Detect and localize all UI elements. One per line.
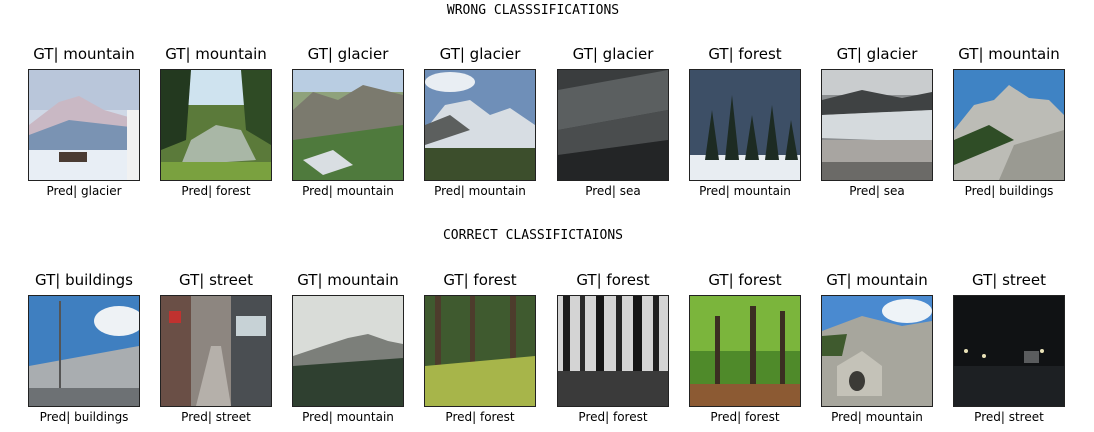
ground-truth-label: GT| street: [179, 271, 253, 289]
wrong-classifications-row: GT| mountain Pred| glacier GT| mountain …: [0, 45, 1094, 198]
prediction-label: Pred| forest: [578, 410, 648, 424]
prediction-label: Pred| sea: [585, 184, 641, 198]
correct-section-title: CORRECT CLASSIFICTAIONS: [442, 228, 623, 243]
sample-thumbnail: [424, 295, 536, 407]
prediction-label: Pred| mountain: [302, 184, 394, 198]
ground-truth-label: GT| mountain: [165, 45, 267, 63]
sample-thumbnail: [953, 295, 1065, 407]
sample-thumbnail: [689, 69, 801, 181]
correct-classifications-row: GT| buildings Pred| buildings GT| street…: [0, 271, 1094, 424]
sample-thumbnail: [160, 295, 272, 407]
ground-truth-label: GT| forest: [708, 271, 782, 289]
ground-truth-label: GT| forest: [443, 271, 517, 289]
ground-truth-label: GT| street: [972, 271, 1046, 289]
prediction-label: Pred| buildings: [39, 410, 129, 424]
prediction-label: Pred| forest: [710, 410, 780, 424]
ground-truth-label: GT| buildings: [35, 271, 133, 289]
sample-thumbnail: [557, 69, 669, 181]
sample-thumbnail: [292, 69, 404, 181]
sample-thumbnail: [292, 295, 404, 407]
prediction-label: Pred| forest: [181, 184, 251, 198]
wrong-section-title: WRONG CLASSSIFICATIONS: [446, 3, 620, 18]
prediction-label: Pred| street: [974, 410, 1044, 424]
sample-thumbnail: [28, 295, 140, 407]
ground-truth-label: GT| mountain: [826, 271, 928, 289]
prediction-label: Pred| glacier: [46, 184, 122, 198]
ground-truth-label: GT| forest: [576, 271, 650, 289]
ground-truth-label: GT| mountain: [958, 45, 1060, 63]
ground-truth-label: GT| glacier: [439, 45, 521, 63]
ground-truth-label: GT| glacier: [836, 45, 918, 63]
sample-thumbnail: [424, 69, 536, 181]
sample-thumbnail: [160, 69, 272, 181]
prediction-label: Pred| sea: [849, 184, 905, 198]
ground-truth-label: GT| glacier: [572, 45, 654, 63]
sample-thumbnail: [689, 295, 801, 407]
ground-truth-label: GT| mountain: [33, 45, 135, 63]
ground-truth-label: GT| mountain: [297, 271, 399, 289]
prediction-label: Pred| forest: [445, 410, 515, 424]
ground-truth-label: GT| glacier: [307, 45, 389, 63]
sample-thumbnail: [821, 295, 933, 407]
ground-truth-label: GT| forest: [708, 45, 782, 63]
prediction-label: Pred| street: [181, 410, 251, 424]
sample-thumbnail: [557, 295, 669, 407]
sample-thumbnail: [821, 69, 933, 181]
prediction-label: Pred| mountain: [434, 184, 526, 198]
prediction-label: Pred| mountain: [699, 184, 791, 198]
prediction-label: Pred| buildings: [964, 184, 1054, 198]
prediction-label: Pred| mountain: [302, 410, 394, 424]
prediction-label: Pred| mountain: [831, 410, 923, 424]
sample-thumbnail: [28, 69, 140, 181]
sample-thumbnail: [953, 69, 1065, 181]
